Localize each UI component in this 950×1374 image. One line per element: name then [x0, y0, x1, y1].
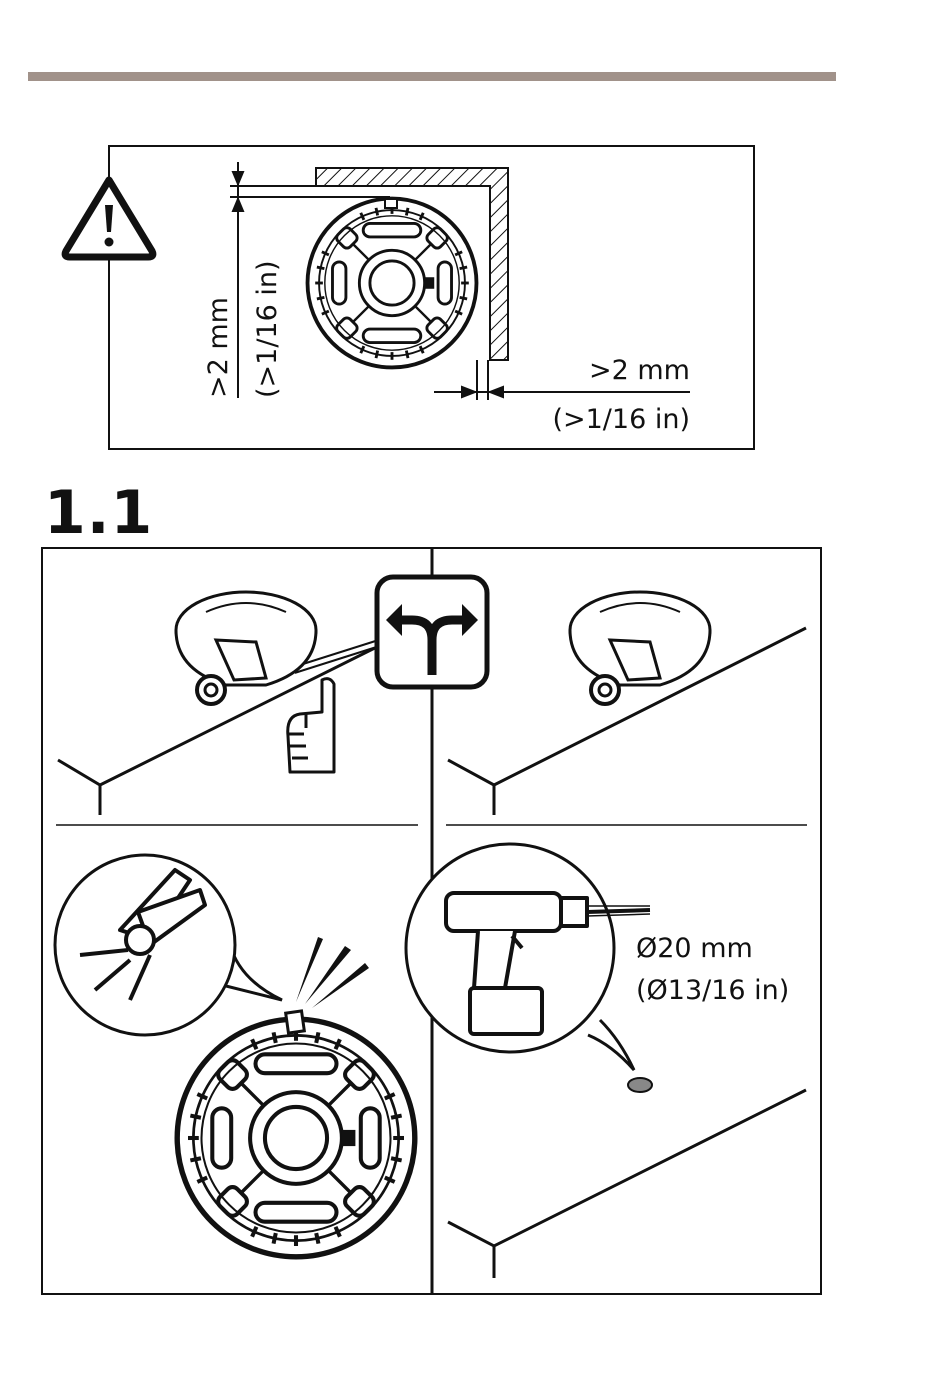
- vertical-clearance-value: >2 mm: [203, 297, 234, 398]
- step-number: 1.1: [44, 478, 153, 548]
- horizontal-clearance-value: >2 mm: [589, 355, 690, 386]
- installation-step-panel: [41, 547, 822, 1295]
- mounting-bracket-top-view: [308, 199, 477, 368]
- horizontal-clearance-imperial: (>1/16 in): [552, 404, 690, 435]
- warning-icon: [65, 180, 153, 257]
- vertical-clearance-imperial: (>1/16 in): [252, 260, 283, 398]
